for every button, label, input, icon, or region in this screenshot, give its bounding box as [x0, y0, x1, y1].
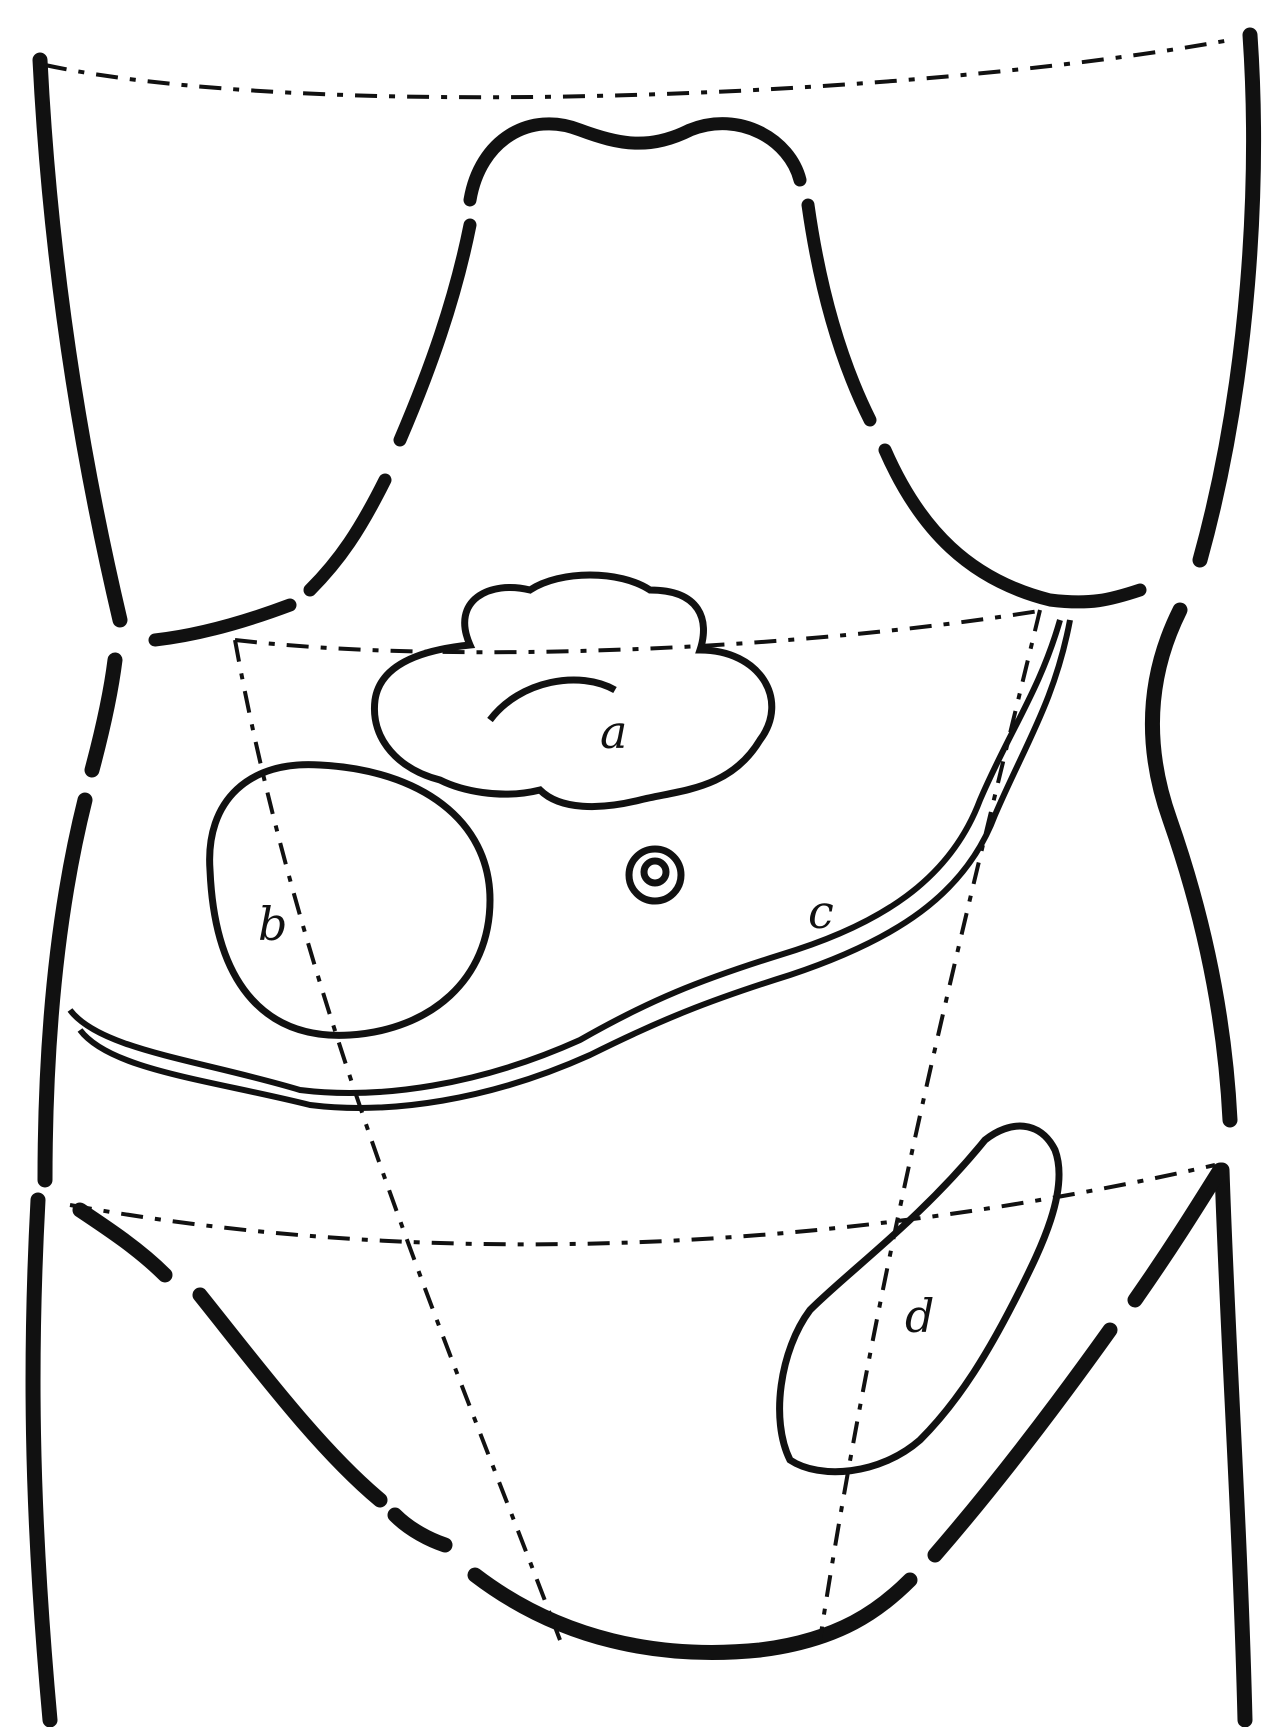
swelling-b	[210, 765, 490, 1036]
figure-labels: a b c d	[258, 705, 934, 1343]
torso-right-lower	[1222, 1170, 1245, 1720]
left-costal-arch-2	[310, 480, 385, 590]
left-groin-3	[395, 1515, 445, 1545]
band-c-lower	[80, 620, 1070, 1108]
umbilicus-inner	[644, 861, 666, 883]
umbilicus	[629, 849, 681, 901]
left-vertical-line	[235, 640, 560, 1640]
right-costal-arch-2	[885, 450, 1140, 602]
band-c	[70, 620, 1070, 1108]
label-a: a	[600, 705, 627, 759]
torso-right-upper	[1200, 35, 1253, 560]
chest-outline	[155, 124, 1140, 640]
mass-b	[210, 765, 490, 1036]
right-groin-2	[1135, 1170, 1220, 1300]
mass-a-inner-arc	[490, 680, 615, 720]
left-groin-1	[80, 1210, 165, 1275]
left-costal-arch-3	[155, 605, 290, 640]
torso-left-bottom	[33, 1200, 50, 1720]
band-c-upper	[70, 620, 1060, 1093]
torso-left-middle	[92, 660, 115, 770]
umbilicus-outer	[629, 849, 681, 901]
subcostal-line	[235, 610, 1045, 652]
label-d: d	[905, 1289, 934, 1343]
right-groin-1	[935, 1330, 1110, 1555]
torso-left-lower	[45, 800, 85, 1180]
mass-a	[374, 575, 771, 807]
torso-left-upper	[40, 60, 120, 620]
right-costal-arch-1	[808, 205, 870, 420]
torso-right-middle	[1152, 610, 1230, 1120]
top-reference-line	[45, 40, 1230, 97]
swelling-a	[374, 575, 771, 807]
sternal-notch	[470, 124, 800, 200]
left-costal-arch-1	[400, 225, 470, 440]
label-b: b	[258, 897, 287, 951]
label-c: c	[808, 885, 834, 939]
left-groin-2	[200, 1295, 380, 1500]
